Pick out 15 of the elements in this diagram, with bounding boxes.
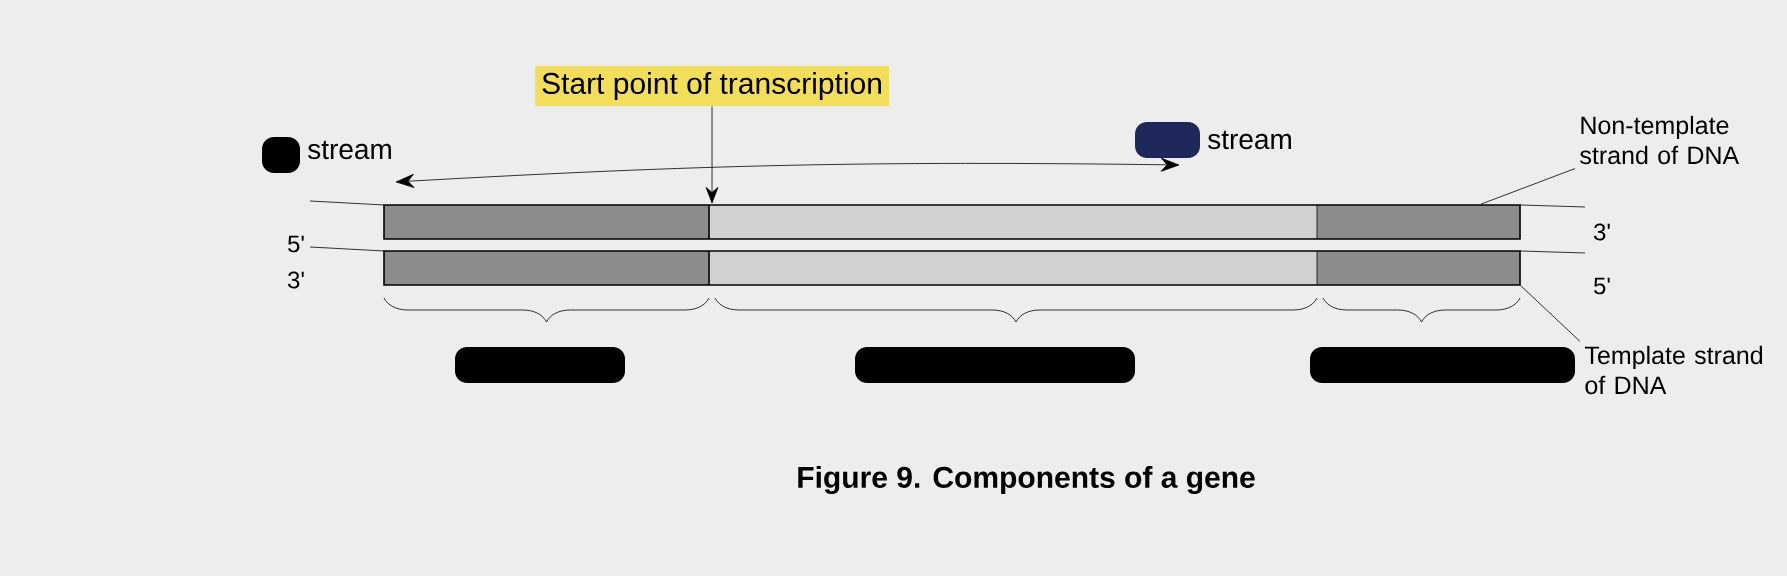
direction-label: stream bbox=[1208, 130, 1291, 150]
strand-label: Template strand of DNA bbox=[1585, 345, 1763, 395]
end-label: 3' bbox=[287, 271, 304, 289]
dna-strand bbox=[309, 200, 1586, 240]
end-label: 5' bbox=[1594, 277, 1610, 295]
end-label: 3' bbox=[1593, 223, 1610, 241]
arrow bbox=[705, 105, 719, 204]
leader-line bbox=[1520, 285, 1581, 342]
strand-label: Non-template strand of DNA bbox=[1580, 115, 1740, 165]
highlighted-label: Start point of transcription bbox=[535, 66, 889, 106]
direction-label: stream bbox=[308, 140, 391, 160]
leader-line bbox=[1480, 168, 1576, 205]
end-label: 5' bbox=[288, 235, 304, 253]
caption: Figure 9. Components of a gene bbox=[798, 465, 1255, 495]
dna-strand bbox=[309, 246, 1586, 286]
